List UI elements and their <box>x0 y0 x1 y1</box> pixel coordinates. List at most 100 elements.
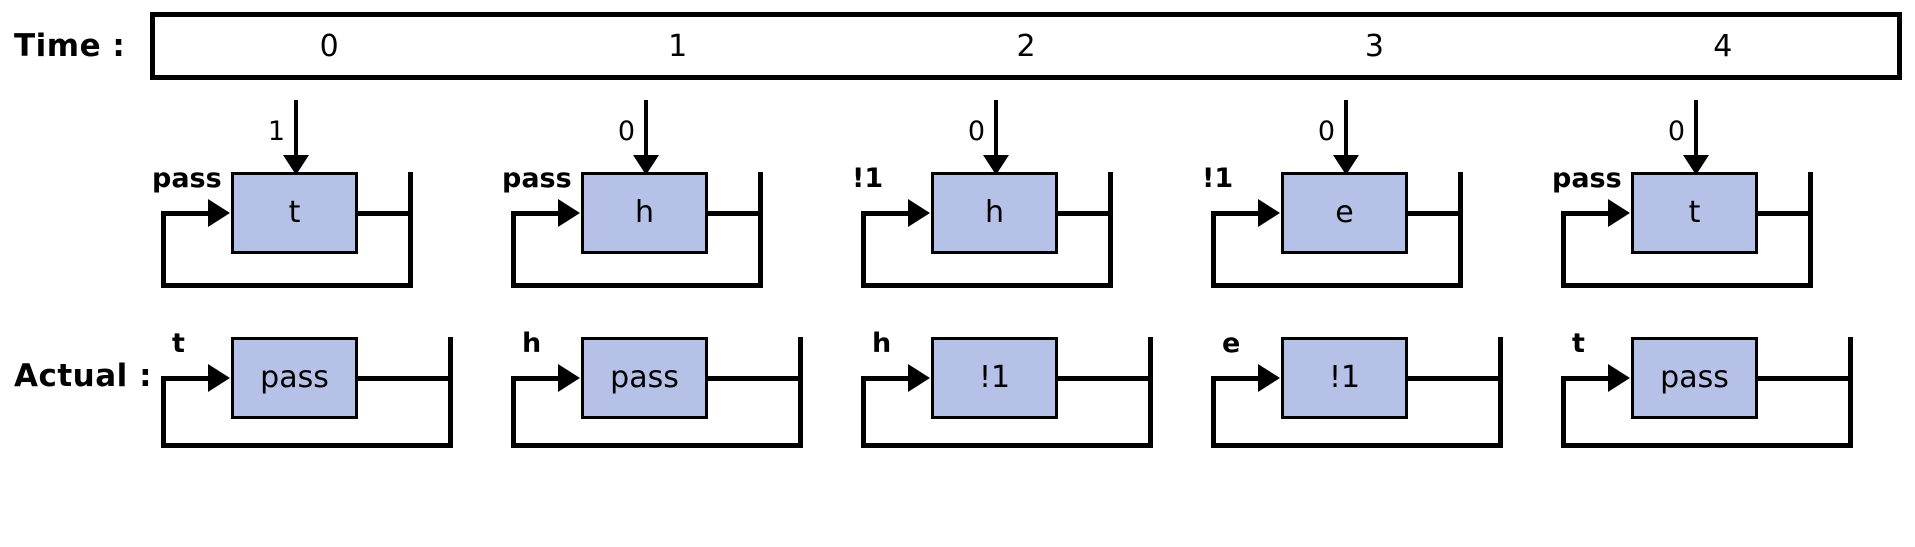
bottom-feedback-wire-bottom <box>1211 443 1503 448</box>
arrow-down-icon <box>1683 155 1709 175</box>
top-state-box[interactable]: t <box>231 172 358 254</box>
input-value-label: 0 <box>1317 116 1335 147</box>
top-feedback-wire-right <box>1458 172 1463 288</box>
bottom-feedback-wire-left <box>861 376 866 448</box>
time-tick-2: 2 <box>1016 28 1036 64</box>
top-state-in-label: !1 <box>852 163 884 194</box>
bottom-output-wire <box>1055 376 1153 381</box>
arrow-right-icon <box>1608 364 1630 392</box>
input-wire <box>644 100 648 162</box>
bottom-state-box[interactable]: pass <box>1631 337 1758 419</box>
top-feedback-wire-right <box>1108 172 1113 288</box>
top-feedback-wire-right <box>758 172 763 288</box>
top-output-wire <box>355 211 413 216</box>
arrow-right-icon <box>558 199 580 227</box>
arrow-down-icon <box>283 155 309 175</box>
time-tick-1: 1 <box>668 28 688 64</box>
cell-timestep-4: 0 pass t t pass <box>1550 100 1900 540</box>
input-wire <box>294 100 298 162</box>
bottom-state-box[interactable]: pass <box>581 337 708 419</box>
input-wire <box>1694 100 1698 162</box>
bottom-output-wire <box>355 376 453 381</box>
top-feedback-wire-left <box>1211 211 1216 288</box>
bottom-state-box[interactable]: pass <box>231 337 358 419</box>
bottom-feedback-wire-right <box>1848 337 1853 448</box>
top-feedback-wire-right <box>1808 172 1813 288</box>
top-output-wire <box>1755 211 1813 216</box>
top-feedback-wire-bottom <box>1561 283 1813 288</box>
arrow-right-icon <box>208 199 230 227</box>
bottom-state-in-label: t <box>1572 328 1585 359</box>
top-state-in-label: !1 <box>1202 163 1234 194</box>
top-feedback-wire-bottom <box>161 283 413 288</box>
top-feedback-wire-left <box>161 211 166 288</box>
bottom-feedback-wire-bottom <box>511 443 803 448</box>
unrolled-cells-row: 1 pass t t pass 0 pass h h <box>150 100 1902 540</box>
time-tick-4: 4 <box>1713 28 1733 64</box>
arrow-down-icon <box>1333 155 1359 175</box>
input-wire <box>1344 100 1348 162</box>
top-output-wire <box>1405 211 1463 216</box>
time-row-label: Time : <box>14 28 126 64</box>
bottom-feedback-wire-in <box>1211 376 1273 381</box>
top-feedback-wire-left <box>861 211 866 288</box>
bottom-feedback-wire-in <box>861 376 923 381</box>
arrow-down-icon <box>983 155 1009 175</box>
top-state-box[interactable]: t <box>1631 172 1758 254</box>
bottom-feedback-wire-left <box>1211 376 1216 448</box>
top-feedback-wire-in <box>1211 211 1273 216</box>
cell-timestep-1: 0 pass h h pass <box>500 100 850 540</box>
bottom-feedback-wire-bottom <box>161 443 453 448</box>
top-state-box[interactable]: h <box>931 172 1058 254</box>
input-value-label: 1 <box>267 116 285 147</box>
bottom-state-box[interactable]: !1 <box>1281 337 1408 419</box>
arrow-right-icon <box>1608 199 1630 227</box>
top-feedback-wire-in <box>511 211 573 216</box>
bottom-state-in-label: h <box>522 328 542 359</box>
input-wire <box>994 100 998 162</box>
arrow-right-icon <box>558 364 580 392</box>
bottom-feedback-wire-left <box>1561 376 1566 448</box>
cell-timestep-3: 0 !1 e e !1 <box>1200 100 1550 540</box>
top-feedback-wire-left <box>1561 211 1566 288</box>
top-state-box[interactable]: e <box>1281 172 1408 254</box>
actual-row-label: Actual : <box>14 358 152 394</box>
bottom-feedback-wire-right <box>1498 337 1503 448</box>
bottom-output-wire <box>705 376 803 381</box>
arrow-down-icon <box>633 155 659 175</box>
top-state-in-label: pass <box>1552 163 1622 194</box>
bottom-output-wire <box>1755 376 1853 381</box>
top-feedback-wire-in <box>161 211 223 216</box>
arrow-right-icon <box>208 364 230 392</box>
bottom-output-wire <box>1405 376 1503 381</box>
top-output-wire <box>1055 211 1113 216</box>
bottom-feedback-wire-left <box>511 376 516 448</box>
bottom-feedback-wire-right <box>448 337 453 448</box>
top-state-in-label: pass <box>152 163 222 194</box>
arrow-right-icon <box>908 364 930 392</box>
bottom-state-box[interactable]: !1 <box>931 337 1058 419</box>
bottom-feedback-wire-right <box>1148 337 1153 448</box>
cell-timestep-2: 0 !1 h h !1 <box>850 100 1200 540</box>
arrow-right-icon <box>908 199 930 227</box>
top-feedback-wire-bottom <box>1211 283 1463 288</box>
arrow-right-icon <box>1258 199 1280 227</box>
top-output-wire <box>705 211 763 216</box>
bottom-state-in-label: h <box>872 328 892 359</box>
top-feedback-wire-bottom <box>511 283 763 288</box>
time-tick-3: 3 <box>1364 28 1384 64</box>
top-feedback-wire-bottom <box>861 283 1113 288</box>
top-feedback-wire-in <box>1561 211 1623 216</box>
bottom-feedback-wire-bottom <box>1561 443 1853 448</box>
top-feedback-wire-in <box>861 211 923 216</box>
bottom-state-in-label: e <box>1222 328 1241 359</box>
bottom-feedback-wire-right <box>798 337 803 448</box>
bottom-feedback-wire-in <box>161 376 223 381</box>
bottom-feedback-wire-in <box>511 376 573 381</box>
top-state-box[interactable]: h <box>581 172 708 254</box>
bottom-feedback-wire-in <box>1561 376 1623 381</box>
bottom-state-in-label: t <box>172 328 185 359</box>
time-axis-strip: 0 1 2 3 4 <box>150 12 1902 80</box>
arrow-right-icon <box>1258 364 1280 392</box>
top-state-in-label: pass <box>502 163 572 194</box>
